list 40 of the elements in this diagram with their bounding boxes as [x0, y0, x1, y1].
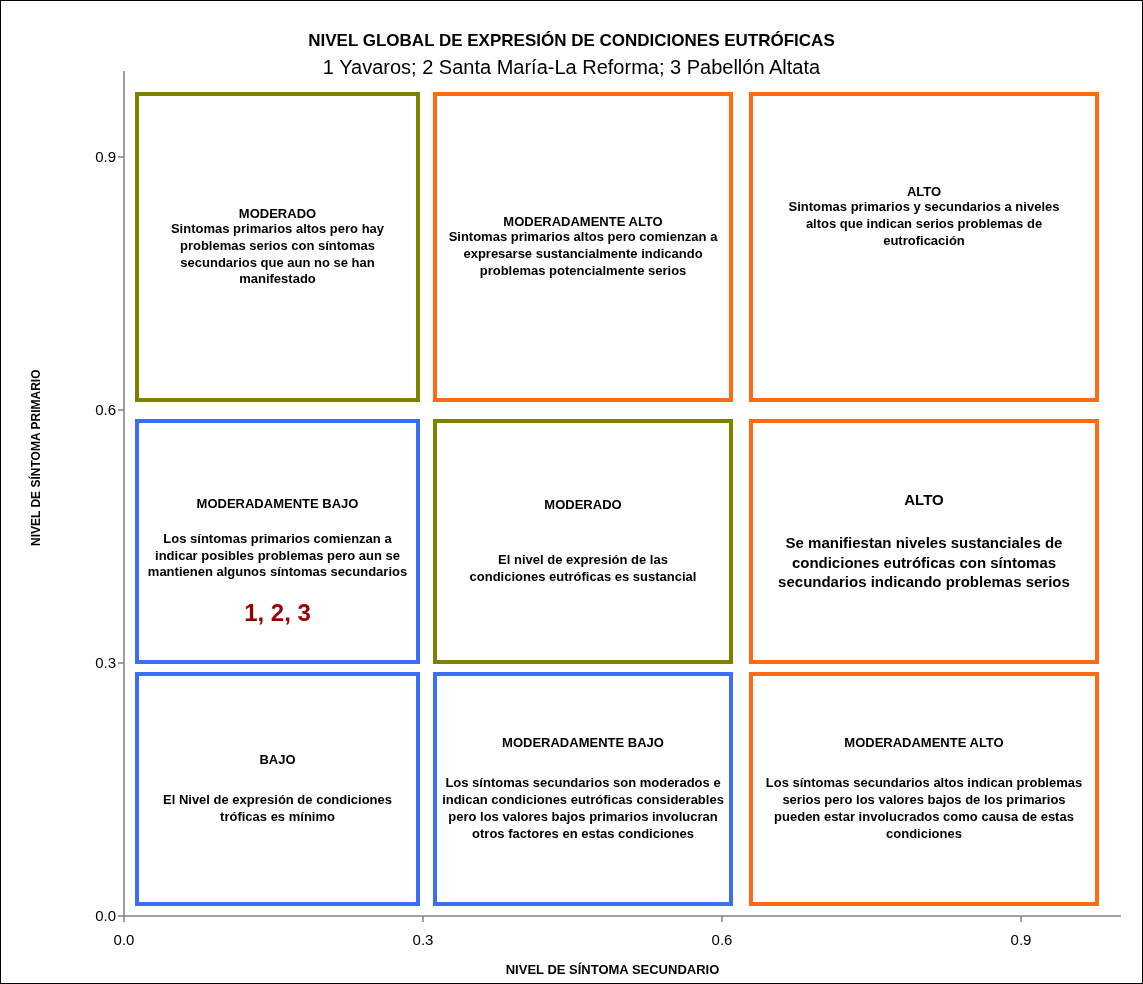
category-heading: ALTO — [904, 491, 944, 509]
category-heading: BAJO — [259, 752, 296, 768]
category-box — [433, 419, 733, 664]
category-heading: MODERADAMENTE ALTO — [844, 735, 1004, 751]
category-description: Sintomas primarios y secundarios a niveles altos que indican serios problemas de eutroficación — [787, 199, 1061, 250]
category-description: Sintomas primarios altos pero hay problemas serios con síntomas secundarios que aun no se han manifestado — [169, 220, 386, 289]
category-box — [749, 92, 1099, 402]
category-description: Los síntomas secundarios altos indican problemas serios pero los valores bajos de los primarios pueden estar involucrados como causa de estas condiciones — [764, 775, 1084, 843]
tick-label: 0.6 — [94, 401, 116, 418]
category-description: Sintomas primarios altos pero comienzan a expresarse sustancialmente indicando problemas potencialmente serios — [447, 229, 719, 280]
axis-title: NIVEL DE SÍNTOMA SECUNDARIO — [504, 962, 721, 977]
category-description: Se manifiestan niveles sustanciales de condiciones eutróficas con síntomas secundarios indicando problemas serios — [777, 533, 1071, 592]
category-description: Los síntomas secundarios son moderados e indican condiciones eutróficas considerables pero los valores bajos primarios involucran otros factores en estas condiciones — [441, 775, 725, 843]
tick-label: 0.0 — [94, 907, 116, 924]
category-heading: MODERADAMENTE BAJO — [196, 495, 359, 511]
chart-subtitle: 1 Yavaros; 2 Santa María-La Reforma; 3 Pabellón Altata — [321, 56, 822, 79]
category-description: Los síntomas primarios comienzan a indicar posibles problemas pero aun se mantienen algunos síntomas secundarios — [146, 530, 409, 582]
category-box — [135, 419, 420, 664]
category-heading: MODERADO — [238, 205, 317, 221]
tick-label: 0.3 — [94, 654, 116, 671]
tick-label: 0.9 — [1009, 931, 1033, 948]
tick-label: 0.6 — [710, 931, 734, 948]
site-numbers: 1, 2, 3 — [244, 599, 311, 628]
tick-label: 0.0 — [112, 931, 136, 948]
category-description: El nivel de expresión de las condiciones eutróficas es sustancial — [468, 552, 698, 586]
category-box — [749, 419, 1099, 664]
axis-title: NIVEL DE SÍNTOMA PRIMARIO — [29, 369, 43, 546]
tick-label: 0.9 — [94, 148, 116, 165]
category-box — [135, 92, 420, 402]
category-heading: MODERADAMENTE BAJO — [502, 735, 664, 751]
category-heading: MODERADO — [544, 497, 622, 513]
category-description: El Nivel de expresión de condiciones tróficas es mínimo — [162, 792, 393, 826]
category-box — [433, 92, 733, 402]
category-box — [433, 672, 733, 906]
category-heading: MODERADAMENTE ALTO — [503, 214, 663, 230]
category-box — [749, 672, 1099, 906]
chart-title: NIVEL GLOBAL DE EXPRESIÓN DE CONDICIONES EUTRÓFICAS — [307, 31, 836, 51]
category-heading: ALTO — [906, 184, 942, 200]
tick-label: 0.3 — [411, 931, 435, 948]
category-box — [135, 672, 420, 906]
